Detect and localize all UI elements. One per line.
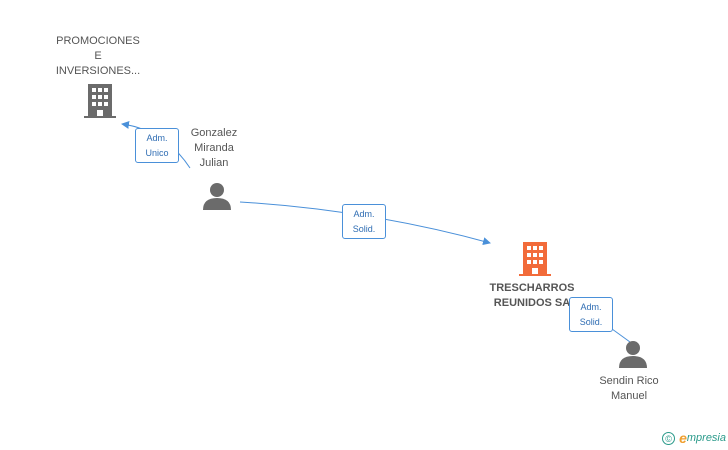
person-sendin-label[interactable]: Sendin Rico Manuel xyxy=(599,375,659,402)
company-top-label[interactable]: PROMOCIONES E INVERSIONES... xyxy=(55,35,141,77)
footer-brand: © e mpresia xyxy=(662,430,726,446)
company-main-label[interactable]: TRESCHARROS REUNIDOS SA xyxy=(489,282,575,309)
edge-label-gonzalez-to-main[interactable]: Adm. Solid. xyxy=(342,204,386,239)
brand-logo-text: mpresia xyxy=(686,432,726,444)
person-icon[interactable] xyxy=(618,340,648,368)
person-gonzalez-label[interactable]: Gonzalez Miranda Julian xyxy=(190,127,238,169)
brand-logo-initial: e xyxy=(679,430,687,446)
edge-label-sendin-to-main[interactable]: Adm. Solid. xyxy=(569,297,613,332)
building-icon[interactable] xyxy=(519,242,551,276)
building-icon[interactable] xyxy=(84,84,116,118)
person-icon[interactable] xyxy=(202,182,232,210)
copyright-icon: © xyxy=(662,431,676,445)
edge-label-gonzalez-to-top[interactable]: Adm. Unico xyxy=(135,128,179,163)
